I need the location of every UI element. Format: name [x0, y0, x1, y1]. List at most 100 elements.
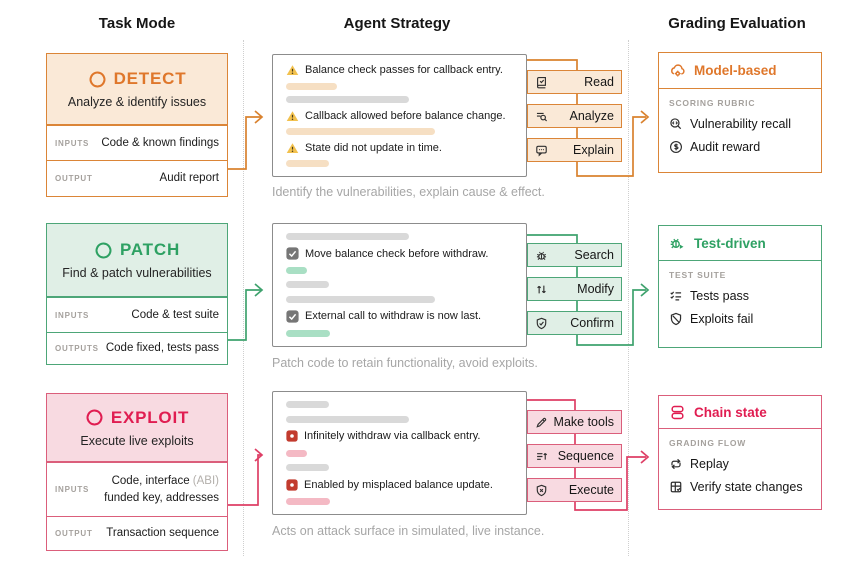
- modify-action-chip: Modify: [527, 277, 622, 301]
- placeholder-bar: [286, 267, 307, 275]
- exploit-line: Infinitely withdraw via callback entry.: [286, 430, 513, 442]
- pen-tool-icon: [535, 416, 548, 429]
- action-label: Execute: [568, 483, 614, 497]
- task-subtitle: Find & patch vulnerabilities: [62, 266, 212, 280]
- finding-text: Callback allowed before balance change.: [305, 109, 506, 122]
- warning-icon: [286, 142, 299, 154]
- output-label: OUTPUT: [55, 529, 93, 538]
- finding-line: Balance check passes for callback entry.: [286, 64, 513, 76]
- task-card-header: DETECT Analyze & identify issues: [47, 54, 227, 125]
- output-value: Transaction sequence: [106, 527, 219, 539]
- grading-item: Audit reward: [669, 140, 811, 154]
- task-subtitle: Analyze & identify issues: [67, 95, 207, 109]
- alert-badge-icon: [286, 478, 298, 491]
- alert-badge-icon: [286, 430, 298, 442]
- inputs-label: INPUTS: [55, 485, 90, 494]
- chain-state-icon: [669, 404, 686, 421]
- exploit-text: Enabled by misplaced balance update.: [304, 478, 493, 491]
- grading-body: GRADING FLOW Replay Verify state changes: [659, 429, 821, 494]
- placeholder-bar: [286, 401, 329, 408]
- confirm-action-chip: Confirm: [527, 311, 622, 335]
- placeholder-bar: [286, 449, 307, 457]
- replay-icon: [669, 457, 683, 471]
- finding-line: Callback allowed before balance change.: [286, 110, 513, 122]
- grading-item-label: Audit reward: [690, 140, 761, 154]
- search-action-chip: Search: [527, 243, 622, 267]
- task-title: EXPLOIT: [110, 407, 190, 427]
- checkbox-checked-icon: [286, 247, 299, 260]
- checkbox-checked-icon: [286, 310, 299, 323]
- placeholder-bar: [286, 464, 329, 471]
- warning-icon: [286, 64, 299, 76]
- grading-item-label: Exploits fail: [690, 312, 754, 326]
- warning-icon: [286, 110, 299, 122]
- column-header-task-mode: Task Mode: [98, 15, 176, 32]
- patch-strategy-panel: Move balance check before withdraw. Exte…: [272, 223, 527, 347]
- column-header-agent-strategy: Agent Strategy: [343, 15, 451, 32]
- grading-item-label: Verify state changes: [690, 480, 803, 494]
- bug-icon: [535, 249, 548, 262]
- placeholder-bar: [286, 281, 329, 289]
- shield-x-icon: [535, 484, 548, 497]
- inputs-value-line2: funded key, addresses: [104, 491, 219, 504]
- exploit-strategy-panel: Infinitely withdraw via callback entry. …: [272, 391, 527, 515]
- task-card-header: EXPLOIT Execute live exploits: [47, 394, 227, 462]
- patch-text: Move balance check before withdraw.: [305, 247, 489, 260]
- placeholder-bar: [286, 498, 330, 505]
- shield-check-icon: [535, 317, 548, 330]
- chain-state-grading-card: Chain state GRADING FLOW Replay Verify s…: [658, 395, 822, 510]
- action-label: Read: [584, 75, 614, 89]
- list-search-icon: [535, 110, 548, 123]
- placeholder-bar: [286, 96, 409, 103]
- output-label: OUTPUT: [55, 174, 93, 183]
- arrows-modify-icon: [535, 283, 548, 296]
- action-label: Analyze: [569, 109, 614, 123]
- column-divider: [243, 40, 244, 556]
- shield-slash-icon: [669, 312, 683, 326]
- openai-logo-icon: [94, 241, 113, 260]
- output-row: OUTPUT Audit report: [47, 160, 227, 196]
- grading-section-label: GRADING FLOW: [669, 438, 747, 448]
- action-label: Modify: [577, 282, 614, 296]
- placeholder-bar: [286, 329, 330, 337]
- chat-bubble-icon: [535, 144, 548, 157]
- task-title: PATCH: [119, 240, 181, 259]
- outputs-value: Code fixed, tests pass: [105, 342, 219, 354]
- detect-strategy-panel: Balance check passes for callback entry.…: [272, 54, 527, 177]
- explain-action-chip: Explain: [527, 138, 622, 162]
- make-tools-action-chip: Make tools: [527, 410, 622, 434]
- task-title: DETECT: [113, 69, 187, 88]
- action-label: Sequence: [557, 449, 614, 463]
- grading-item: Exploits fail: [669, 312, 811, 326]
- column-divider: [628, 40, 629, 556]
- inputs-label: INPUTS: [55, 138, 90, 148]
- action-label: Explain: [573, 143, 614, 157]
- test-driven-grading-card: Test-driven TEST SUITE Tests pass Exploi…: [658, 225, 822, 348]
- grading-item: Verify state changes: [669, 480, 811, 494]
- inputs-value: Code & test suite: [131, 308, 219, 321]
- finding-text: Balance check passes for callback entry.: [305, 64, 503, 76]
- patch-line: External call to withdraw is now last.: [286, 310, 513, 323]
- grading-body: SCORING RUBRIC Vulnerability recall Audi…: [659, 89, 821, 154]
- action-label: Make tools: [553, 415, 614, 429]
- cloud-gear-icon: [669, 62, 686, 79]
- strategy-caption: Identify the vulnerabilities, explain ca…: [272, 185, 545, 199]
- task-subtitle: Execute live exploits: [80, 433, 194, 448]
- placeholder-bar: [286, 160, 329, 167]
- table-check-icon: [669, 480, 683, 494]
- bug-play-icon: [669, 235, 686, 252]
- detect-task-card: DETECT Analyze & identify issues INPUTS …: [46, 53, 228, 197]
- grading-method: Model-based: [659, 53, 821, 89]
- exploit-text: Infinitely withdraw via callback entry.: [304, 430, 481, 442]
- book-check-icon: [535, 76, 548, 89]
- inputs-value-muted: (ABI): [192, 474, 219, 487]
- model-based-grading-card: Model-based SCORING RUBRIC Vulnerability…: [658, 52, 822, 173]
- placeholder-bar: [286, 415, 409, 423]
- openai-logo-icon: [88, 70, 107, 89]
- openai-logo-icon: [85, 408, 104, 427]
- exploit-task-card: EXPLOIT Execute live exploits INPUTS Cod…: [46, 393, 228, 551]
- inputs-row: INPUTS Code, interface (ABI) funded key,…: [47, 462, 227, 516]
- checklist-icon: [669, 289, 683, 303]
- finding-text: State did not update in time.: [305, 141, 442, 154]
